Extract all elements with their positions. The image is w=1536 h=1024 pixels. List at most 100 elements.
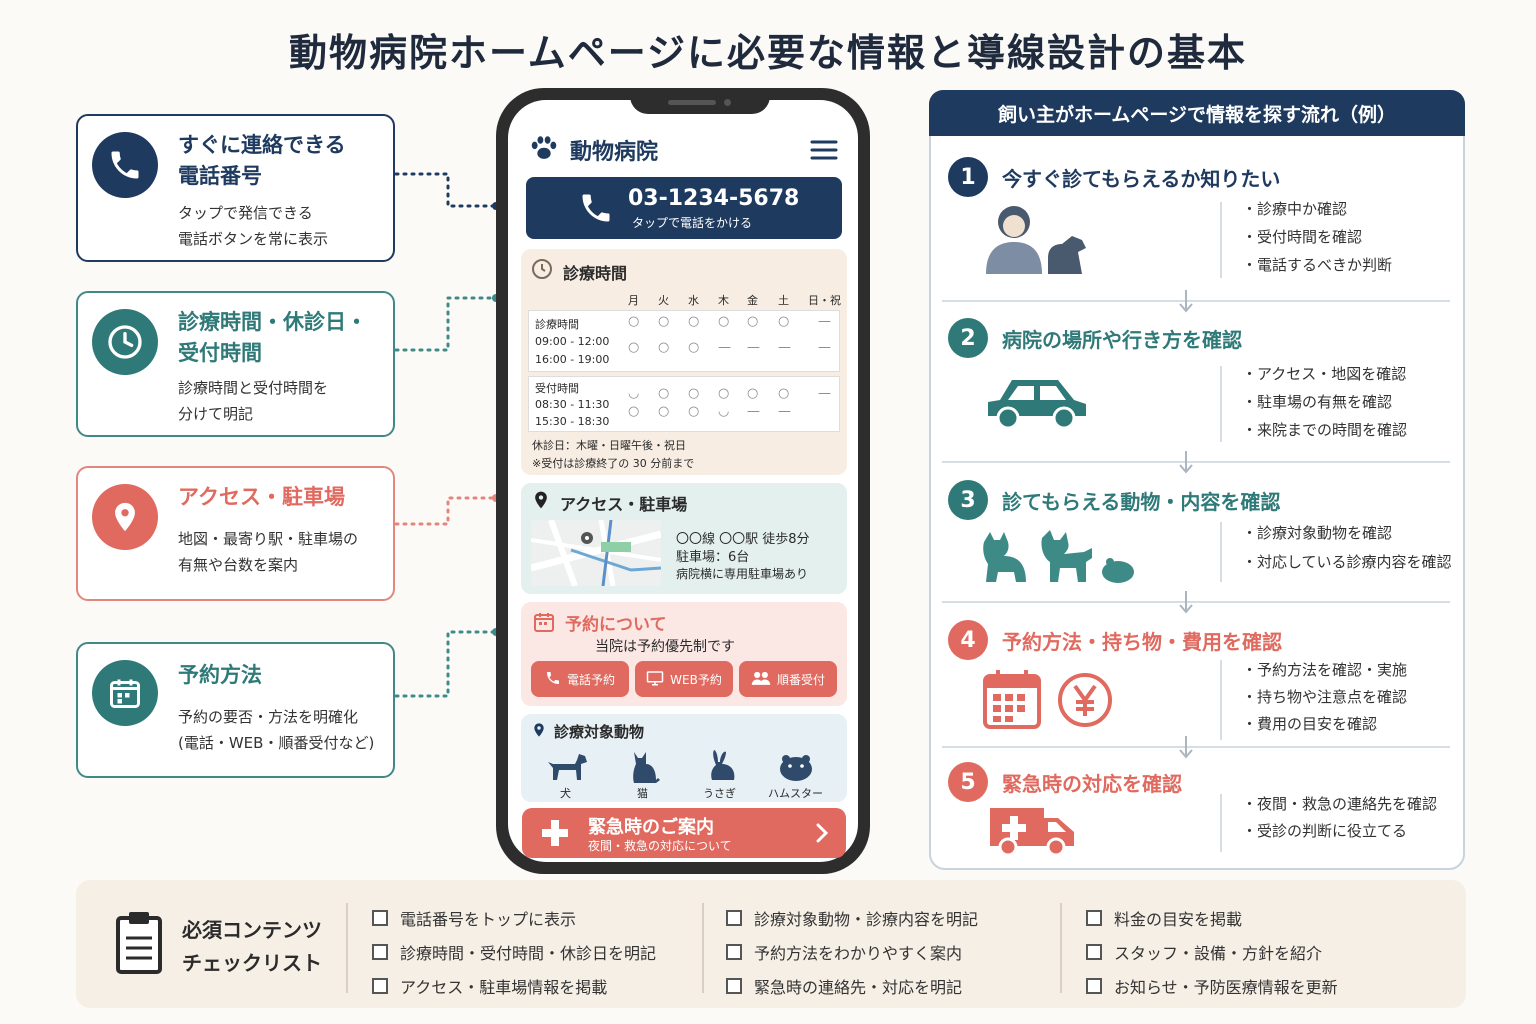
phone-icon <box>578 190 614 230</box>
step-divider-2 <box>1220 366 1222 442</box>
step-title-2: 病院の場所や行き方を確認 <box>1002 328 1242 352</box>
call-sub: タップで電話をかける <box>632 216 753 230</box>
card-phone: すぐに連絡できる電話番号 タップで発信できる電話ボタンを常に表示 <box>76 114 395 262</box>
checklist-item: お知らせ・予防医療情報を更新 <box>1086 974 1338 998</box>
hours-mark: ○ <box>688 314 700 329</box>
checklist-item-label: お知らせ・予防医療情報を更新 <box>1114 978 1338 997</box>
hours-mark: ○ <box>658 340 670 355</box>
step-bullets-1: ・診療中か確認・受付時間を確認・電話するべきか判断 <box>1242 200 1393 274</box>
hours-mark: — <box>818 314 831 329</box>
calendar-icon <box>92 660 158 726</box>
step-bullets-2: ・アクセス・地図を確認・駐車場の有無を確認・来院までの時間を確認 <box>1242 365 1408 439</box>
phone-icon <box>545 670 561 689</box>
hours-mark: ○ <box>628 314 640 329</box>
checkbox[interactable] <box>726 944 742 960</box>
emergency-button[interactable]: 緊急時のご案内 夜間・救急の対応について <box>522 808 846 858</box>
location-pin-icon <box>531 720 547 744</box>
checkbox[interactable] <box>372 944 388 960</box>
hours-mark: ○ <box>688 340 700 355</box>
phone-notch <box>630 88 770 114</box>
hours-mark: ○ <box>778 314 790 329</box>
step-title-3: 診てもらえる動物・内容を確認 <box>1002 490 1281 514</box>
checklist-divider <box>702 903 704 993</box>
checklist-item-label: スタッフ・設備・方針を紹介 <box>1114 944 1323 963</box>
checklist-item-label: 診療時間・受付時間・休診日を明記 <box>400 944 657 963</box>
checkbox[interactable] <box>1086 910 1102 926</box>
closed-days: 休診日：木曜・日曜午後・祝日 <box>532 439 686 452</box>
hours-mark: ◡ <box>628 386 640 401</box>
checklist-divider <box>1060 903 1062 993</box>
app-title: 動物病院 <box>570 140 659 165</box>
phone-icon <box>92 132 158 198</box>
step-number-2: 2 <box>948 318 988 358</box>
checklist-item: 診療対象動物・診療内容を明記 <box>726 906 978 930</box>
card-desc: 地図・最寄り駅・駐車場の有無や台数を案内 <box>178 530 359 574</box>
hours-consult-box <box>528 310 840 372</box>
step-bullets-4: ・予約方法を確認・実施・持ち物や注意点を確認・費用の目安を確認 <box>1242 661 1408 733</box>
monitor-icon <box>646 670 664 689</box>
step-divider-1 <box>1220 202 1222 278</box>
checkbox[interactable] <box>1086 944 1102 960</box>
day-header-cell: 金 <box>747 294 758 307</box>
card-title: アクセス・駐車場 <box>178 485 345 509</box>
reception-time-2: 15:30 - 18:30 <box>535 415 610 428</box>
phone-reserve-button[interactable]: 電話予約 <box>531 661 629 697</box>
checklist-divider <box>346 903 348 993</box>
hamster-icon <box>778 752 814 786</box>
card-hours: 診療時間・休診日・受付時間 診療時間と受付時間を分けて明記 <box>76 291 395 437</box>
day-header-cell: 水 <box>688 294 699 307</box>
checkbox[interactable] <box>1086 978 1102 994</box>
step-title-4: 予約方法・持ち物・費用を確認 <box>1002 630 1282 654</box>
animal-label-hamster: ハムスター <box>768 787 823 800</box>
access-line-3: 病院横に専用駐車場あり <box>676 567 809 581</box>
consult-marks: ○○○○○○—○○○———— <box>614 312 842 370</box>
hours-mark: ○ <box>688 386 700 401</box>
cat-icon <box>628 750 662 788</box>
card-desc: 診療時間と受付時間を分けて明記 <box>178 379 329 423</box>
rabbit-icon <box>704 748 740 788</box>
access-line-1: 〇〇線 〇〇駅 徒歩8分 <box>676 532 810 547</box>
people-icon <box>751 670 771 689</box>
checklist-panel <box>76 880 1466 1008</box>
hours-mark: — <box>718 340 731 355</box>
checklist-item-label: 料金の目安を掲載 <box>1114 910 1243 929</box>
yen-icon <box>1057 672 1113 732</box>
hours-mark: ○ <box>718 386 730 401</box>
step-divider-5 <box>1220 794 1222 852</box>
order-reception-button[interactable]: 順番受付 <box>739 661 837 697</box>
checklist-title: 必須コンテンツチェックリスト <box>182 918 322 975</box>
checkbox[interactable] <box>372 978 388 994</box>
checkbox[interactable] <box>372 910 388 926</box>
step-number-5: 5 <box>948 762 988 802</box>
checkbox[interactable] <box>726 910 742 926</box>
step-divider-4 <box>1220 660 1222 740</box>
step-separator-4 <box>942 746 1450 748</box>
checkbox[interactable] <box>726 978 742 994</box>
checklist-item: スタッフ・設備・方針を紹介 <box>1086 940 1322 964</box>
card-title: 予約方法 <box>178 663 262 687</box>
day-header-cell: 木 <box>718 294 729 307</box>
hours-mark: — <box>818 340 831 355</box>
arrow-down-icon <box>1178 591 1194 619</box>
animal-label-rabbit: うさぎ <box>703 787 736 800</box>
reception-marks: ◡○○○○○—○○○◡—— <box>614 378 842 430</box>
menu-icon[interactable] <box>810 138 838 166</box>
consult-label: 診療時間 <box>535 318 579 331</box>
step-title-1: 今すぐ診てもらえるか知りたい <box>1002 167 1281 191</box>
map-thumbnail[interactable] <box>531 520 661 586</box>
card-access: アクセス・駐車場 地図・最寄り駅・駐車場の有無や台数を案内 <box>76 466 395 601</box>
checklist-item: 予約方法をわかりやすく案内 <box>726 940 962 964</box>
cross-icon <box>540 818 570 852</box>
hours-mark: ○ <box>718 314 730 329</box>
clock-icon <box>530 257 554 285</box>
arrow-down-icon <box>1178 736 1194 764</box>
emergency-sub: 夜間・救急の対応について <box>588 839 732 853</box>
hours-mark: ○ <box>658 404 670 419</box>
checklist-item: 緊急時の連絡先・対応を明記 <box>726 974 962 998</box>
web-reserve-button[interactable]: WEB予約 <box>635 661 733 697</box>
card-desc: 予約の要否・方法を明確化(電話・WEB・順番受付など) <box>178 708 375 752</box>
hours-mark: ○ <box>747 314 759 329</box>
card-title: 診療時間・休診日・受付時間 <box>178 310 367 365</box>
call-button[interactable]: 03-1234-5678 タップで電話をかける <box>526 177 842 239</box>
step-number-3: 3 <box>948 480 988 520</box>
